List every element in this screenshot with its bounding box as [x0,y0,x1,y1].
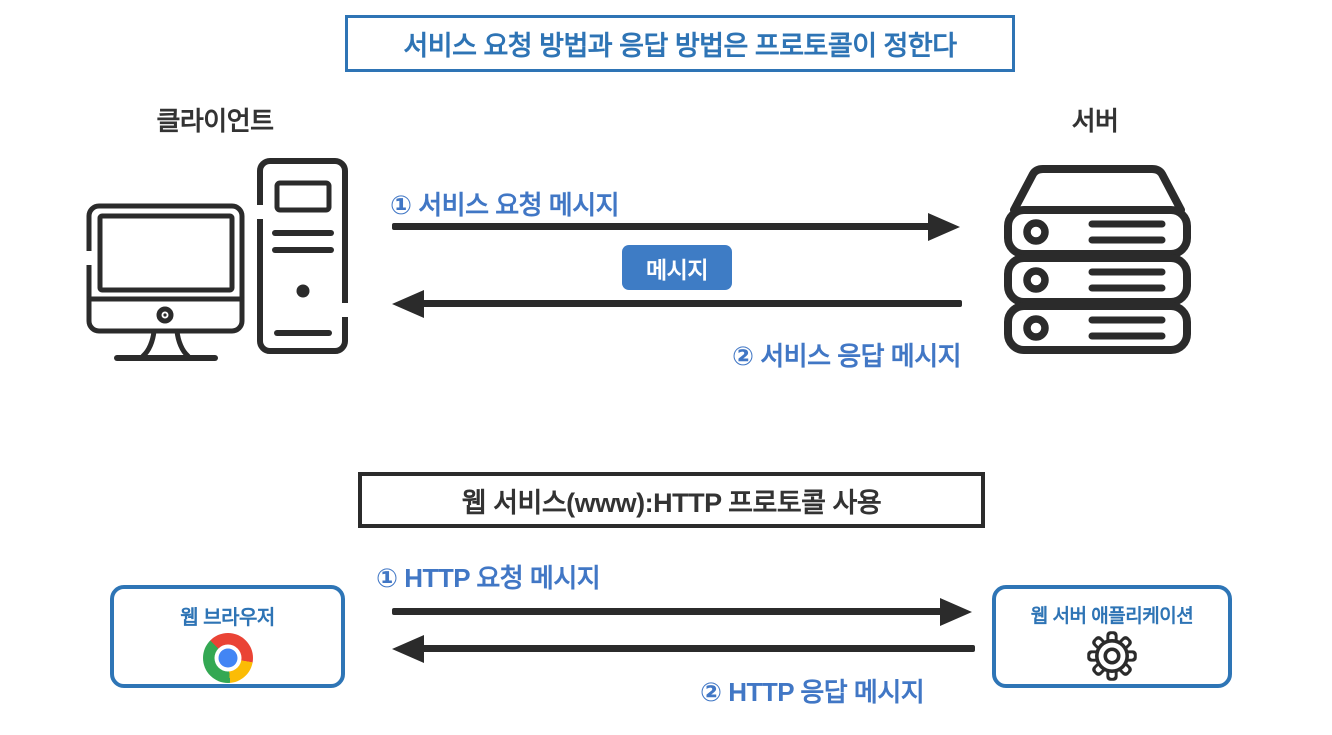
desktop-computer-icon [75,153,365,368]
http-response-arrow [422,645,975,652]
server-label: 서버 [1071,106,1119,136]
service-request-arrow [392,223,930,230]
service-response-arrow [422,300,962,307]
web-server-app-label: 웹 서버 애플리케이션 [1030,606,1194,627]
server-rack-icon [1000,160,1195,360]
chrome-browser-icon [202,633,253,683]
web-browser-label: 웹 브라우저 [180,607,275,629]
top-title-box: 서비스 요청 방법과 응답 방법은 프로토콜이 정한다 [345,15,1015,72]
client-label: 클라이언트 [156,106,274,136]
service-request-label: ① 서비스 요청 메시지 [390,190,620,220]
message-badge: 메시지 [622,245,732,290]
bottom-title-box: 웹 서비스(www):HTTP 프로토콜 사용 [358,472,985,528]
http-request-label: ① HTTP 요청 메시지 [376,563,601,593]
gear-icon [1085,629,1139,683]
http-response-label: ② HTTP 응답 메시지 [700,677,925,707]
service-response-label: ② 서비스 응답 메시지 [732,341,962,371]
web-browser-box: 웹 브라우저 [110,585,345,688]
http-request-arrow [392,608,942,615]
web-server-app-box: 웹 서버 애플리케이션 [992,585,1232,688]
